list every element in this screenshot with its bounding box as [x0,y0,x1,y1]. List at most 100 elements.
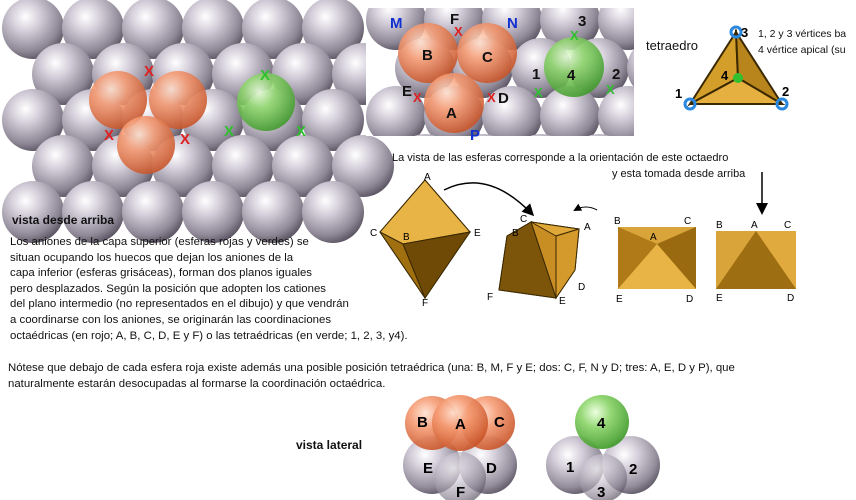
gray-sphere [182,181,244,243]
red-x-mark: X [104,127,114,144]
oct4-c: C [784,220,791,231]
paragraph-line: pero desplazados. Según la posición que … [10,282,327,295]
oct2-a: A [584,222,591,233]
oct4-d: D [787,293,794,304]
gray-sphere [2,0,64,59]
gray-sphere [122,181,184,243]
gray-sphere [182,0,244,59]
label-c: C [482,49,493,66]
gray-sphere [472,134,494,136]
oct3-e: E [616,294,623,305]
side-label-1: 1 [566,459,574,476]
red-sphere [149,71,207,129]
octahedron-rotated: C A B D F E [487,214,591,307]
gray-sphere [482,86,542,136]
gray-sphere [627,134,687,194]
gray-sphere [32,43,94,105]
oct1-e: E [474,228,481,239]
gray-sphere [242,0,304,59]
gray-sphere [540,86,600,136]
oct2-c: C [520,214,527,225]
labeled-upper-layer [398,23,604,133]
oct2-f: F [487,292,493,303]
labeled-layer-letters: M F X N B C A E X X D P 3 X 1 X 4 2 X [390,11,620,144]
oct4-e: E [716,293,723,304]
green-x-mark: X [534,85,543,100]
oct1-a: A [424,172,431,183]
gray-sphere [302,89,364,151]
oct4-b: B [716,220,723,231]
rotation-arrow [443,182,535,217]
gray-sphere [598,86,634,136]
gray-sphere [302,181,364,243]
small-rotation-arrow [573,203,598,211]
side-label-b: B [417,414,428,431]
orientation-caption-2: y esta tomada desde arriba [612,168,746,180]
label-2: 2 [612,66,620,83]
tetrahedron-note-2: 4 vértice apical (su [758,44,846,56]
paragraph-line: a coordinarse con los aniones, se origin… [10,313,332,326]
green-sphere-4 [544,37,604,97]
gray-sphere [242,181,304,243]
oct1-c: C [370,228,377,239]
gray-sphere [530,134,552,136]
octahedron-front: A C B E F [370,172,481,309]
gray-sphere [32,135,94,197]
tetra-vertex-3: 3 [741,25,748,40]
gray-sphere [62,0,124,59]
label-m: M [390,15,403,32]
gray-sphere [212,135,274,197]
oct1-b: B [403,232,410,243]
paragraph-line: capa inferior (esferas grisáceas), forma… [10,267,313,280]
note-paragraph: Nótese que debajo de cada esfera roja ex… [8,361,735,392]
gray-sphere [62,181,124,243]
label-1: 1 [532,66,540,83]
red-x-mark: X [144,63,154,80]
side-view-tetrahedral: 4 1 2 3 [546,395,660,500]
green-x-mark: X [570,28,579,43]
oct3-b: B [614,216,621,227]
label-b: B [422,47,433,64]
side-label-3: 3 [597,484,605,500]
oct1-f: F [422,298,428,309]
label-d: D [498,90,509,107]
gray-sphere [366,86,426,136]
gray-sphere [414,134,436,136]
tetrahedron-note-1: 1, 2 y 3 vértices ba [758,28,847,40]
orientation-caption-1: La vista de las esferas corresponde a la… [392,152,729,164]
side-label-c: C [494,414,505,431]
gray-sphere [627,48,634,88]
octahedron-top-view-1: B C A E D [614,216,696,305]
oct2-d: D [578,282,585,293]
red-sphere [89,71,147,129]
side-view-octahedral: B A C E D F [403,395,517,500]
paragraph-line: octaédricas (en rojo; A, B, C, D, E y F)… [10,329,408,342]
side-label-e: E [423,460,433,477]
label-e: E [402,83,412,100]
red-sphere-c [457,23,517,83]
red-x-mark: X [487,90,496,105]
top-view-upper-layer [89,71,295,174]
octahedron-top-view-2: B A C E D [716,220,796,304]
side-label-a: A [455,416,466,433]
label-f: F [450,11,459,28]
gray-sphere [332,135,394,197]
side-label-4: 4 [597,415,606,432]
oct2-b: B [512,228,519,239]
side-label-f: F [456,484,465,500]
side-label-d: D [486,460,497,477]
tetrahedron: 3 1 2 4 [675,25,789,111]
green-x-mark: X [606,82,615,97]
label-3: 3 [578,13,586,30]
red-sphere-a [424,73,484,133]
oct3-c: C [684,216,691,227]
red-sphere-b [398,23,458,83]
side-view-title: vista lateral [296,438,363,452]
description-paragraph: Los aniones de la capa superior (esferas… [10,235,408,344]
green-sphere [237,73,295,131]
gray-sphere [272,135,334,197]
side-label-2: 2 [629,461,637,478]
top-view-gray-layer [2,0,394,243]
green-x-mark: X [224,123,234,140]
